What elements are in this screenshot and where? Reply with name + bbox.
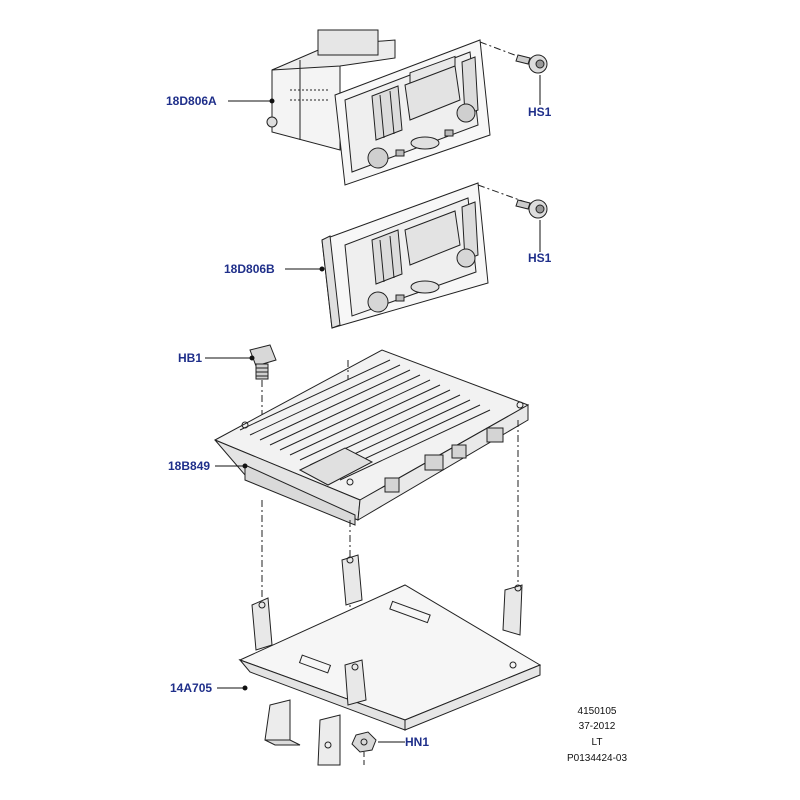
callout-amplifier[interactable]: 18B849	[168, 459, 211, 473]
callout-bracket[interactable]: 14A705	[170, 681, 213, 695]
callout-screw-b[interactable]: HS1	[528, 251, 552, 265]
callout-head-unit-b[interactable]: 18D806B	[224, 262, 275, 276]
screw-b-drawing	[477, 184, 548, 219]
callout-screw-a[interactable]: HS1	[528, 105, 552, 119]
reference-date: 37-2012	[578, 721, 616, 732]
head-unit-b-drawing	[321, 182, 489, 329]
callout-head-unit-a[interactable]: 18D806A	[166, 94, 217, 108]
bolt-drawing	[249, 344, 277, 420]
reference-code: LT	[591, 737, 603, 748]
screw-a-drawing	[479, 41, 548, 74]
nut-drawing	[351, 731, 377, 768]
callout-bolt[interactable]: HB1	[178, 351, 203, 365]
reference-part-id: P0134424-03	[566, 753, 628, 764]
head-unit-a-drawing	[266, 29, 491, 186]
callout-leaders	[205, 75, 541, 743]
reference-number: 4150105	[577, 706, 617, 717]
bracket-drawing	[238, 554, 542, 766]
callout-nut[interactable]: HN1	[405, 735, 430, 749]
amplifier-drawing	[213, 349, 530, 526]
